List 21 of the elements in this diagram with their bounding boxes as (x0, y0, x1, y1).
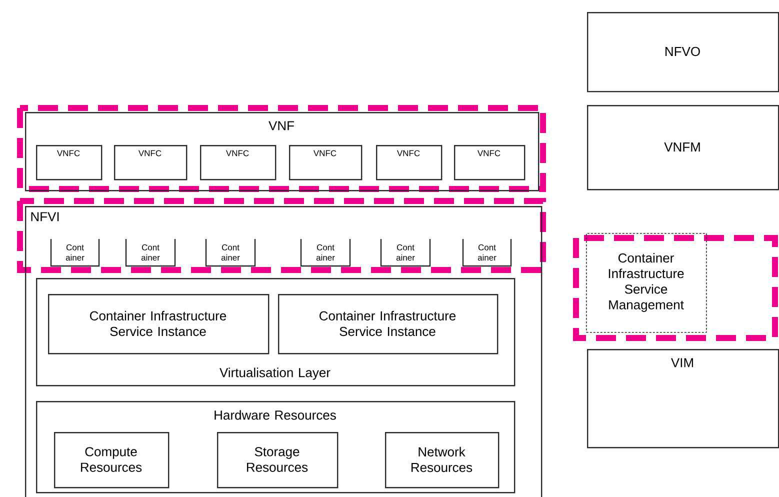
manager-box: VNFM (587, 105, 779, 190)
manager-box: VIM (587, 349, 779, 448)
management-box: Container Infrastructure Service Management (586, 233, 707, 333)
component-box: VNFC (454, 145, 526, 180)
process-box: Container Infrastructure Service Instance (278, 294, 498, 354)
container-box: Cont ainer (380, 239, 431, 267)
resource-box: Network Resources (385, 432, 500, 488)
component-box: VNFC (289, 145, 362, 180)
component-box: VNFC (36, 145, 102, 180)
container-box: Cont ainer (205, 239, 256, 267)
component-box: VNFC (114, 145, 188, 180)
resource-box: Storage Resources (217, 432, 338, 488)
container-box: Cont ainer (50, 239, 100, 267)
component-box: VNFC (200, 145, 276, 180)
process-box: Container Infrastructure Service Instance (48, 294, 270, 354)
container-box: Cont ainer (462, 239, 512, 267)
container-box: Cont ainer (125, 239, 176, 267)
resource-box: Compute Resources (54, 432, 170, 488)
manager-box: NFVO (587, 12, 779, 92)
component-box: VNFC (376, 145, 442, 180)
container-box: Cont ainer (300, 239, 351, 267)
